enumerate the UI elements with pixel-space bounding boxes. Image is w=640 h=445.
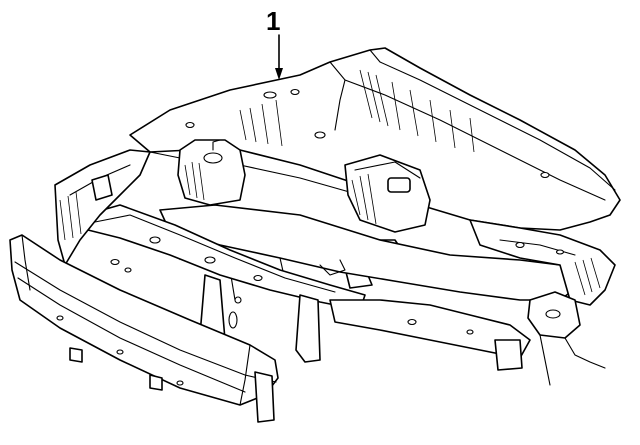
bumper-reinforcement <box>9 234 279 423</box>
callout-label: 1 <box>266 6 280 36</box>
booster-mount <box>177 139 246 206</box>
right-fender-apron <box>469 219 616 386</box>
cowl-panel <box>129 47 621 231</box>
front-side-rail <box>329 299 531 371</box>
right-shock-tower <box>344 154 431 233</box>
left-fender-apron <box>54 149 151 273</box>
callout-arrowhead <box>275 68 283 80</box>
